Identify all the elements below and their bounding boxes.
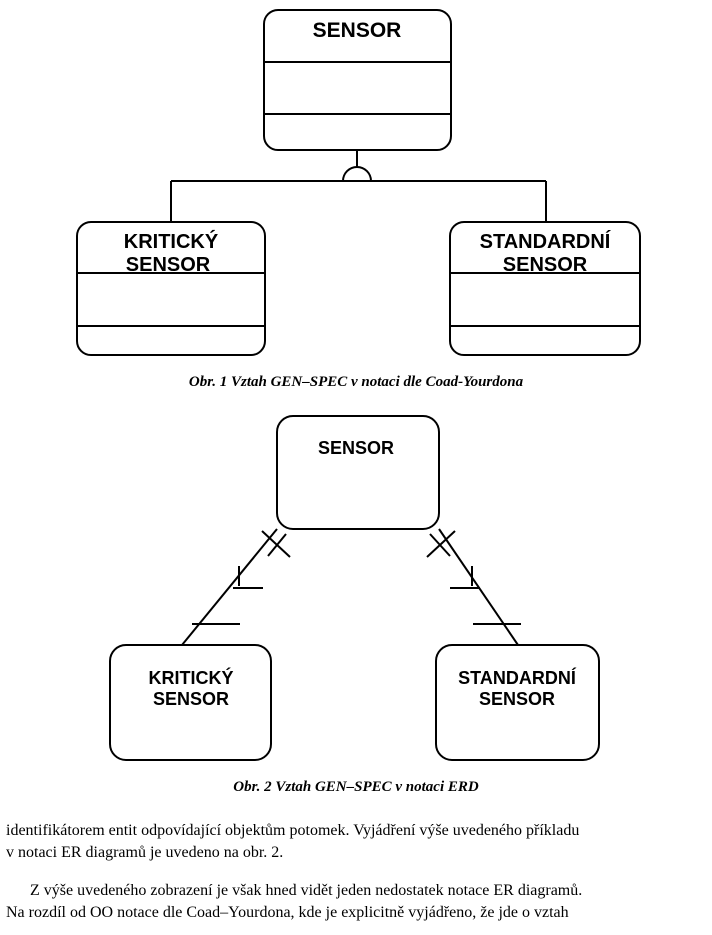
relationship-cross-right-b: [429, 533, 451, 557]
paragraph-1-line-2: v notaci ER diagramů je uvedeno na obr. …: [6, 844, 284, 861]
entity-box-sensor: [276, 415, 440, 530]
figure-2-caption: Obr. 2 Vztah GEN–SPEC v notaci ERD: [233, 779, 479, 795]
relationship-cross-left-b: [267, 533, 287, 557]
class-name-kriticky-line2: SENSOR: [126, 254, 211, 276]
paragraph-1: identifikátorem entit odpovídající objek…: [6, 820, 706, 864]
class-name-standardni-line2: SENSOR: [503, 254, 588, 276]
paragraph-2: Z výše uvedeného zobrazení je však hned …: [6, 880, 706, 924]
relationship-cross-left-a: [261, 530, 291, 558]
paragraph-1-line-1: identifikátorem entit odpovídající objek…: [6, 822, 580, 839]
gen-spec-semicircle: [342, 166, 372, 182]
relationship-cross-right-a: [426, 530, 456, 558]
paragraph-2-line-2: Na rozdíl od OO notace dle Coad–Yourdona…: [6, 904, 569, 921]
entity-name-kriticky-line2: SENSOR: [153, 689, 229, 709]
class-box-kriticky-sensor: [76, 221, 266, 356]
class-name-kriticky-line1: KRITICKÝ: [124, 229, 219, 253]
entity-name-kriticky-line1: KRITICKÝ: [149, 667, 234, 688]
entity-name-standardni-line1: STANDARDNÍ: [458, 667, 577, 688]
relationship-line-left: [181, 528, 278, 646]
entity-name-sensor: SENSOR: [318, 438, 394, 458]
figure-2: [109, 415, 600, 761]
class-name-sensor: SENSOR: [313, 19, 402, 42]
class-box-standardni-sensor: [449, 221, 641, 356]
entity-name-standardni-line2: SENSOR: [479, 689, 555, 709]
entity-box-kriticky-sensor: [109, 644, 272, 761]
figure-1-caption: Obr. 1 Vztah GEN–SPEC v notaci dle Coad-…: [189, 374, 524, 390]
paragraph-2-line-1: Z výše uvedeného zobrazení je však hned …: [30, 882, 583, 899]
class-name-standardni-line1: STANDARDNÍ: [480, 230, 611, 253]
figure-1: [76, 9, 641, 356]
